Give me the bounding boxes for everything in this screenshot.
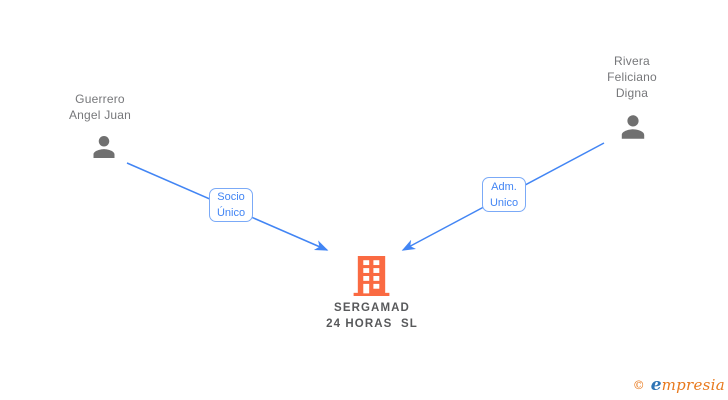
edge-label-socio-unico: Socio Único (209, 188, 253, 222)
copyright-icon: © (632, 378, 645, 392)
edge-label-adm-unico: Adm. Unico (482, 177, 526, 212)
person-name-right[interactable]: Rivera Feliciano Digna (607, 54, 657, 100)
building-icon[interactable] (353, 256, 390, 301)
person-icon[interactable] (617, 111, 649, 143)
person-icon[interactable] (89, 132, 119, 162)
company-name[interactable]: SERGAMAD 24 HORAS SL (326, 302, 418, 330)
empresia-logo[interactable]: © empresia (633, 375, 725, 395)
person-name-left[interactable]: Guerrero Angel Juan (68, 92, 132, 122)
brand-first-letter: e (650, 375, 662, 395)
brand-rest: mpresia (661, 376, 725, 394)
